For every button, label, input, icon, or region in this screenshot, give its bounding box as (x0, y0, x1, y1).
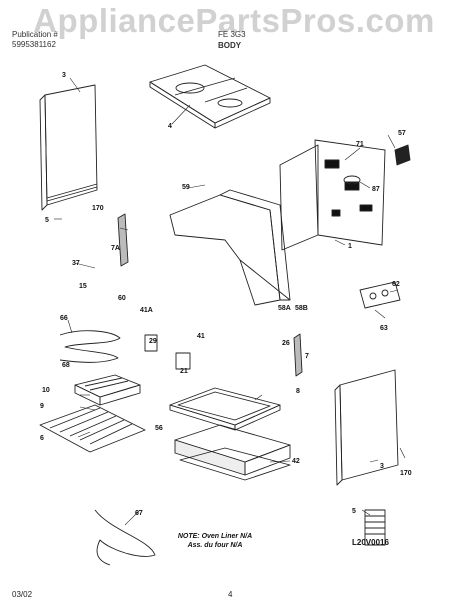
callout-29: 29 (149, 338, 157, 345)
callout-4: 4 (168, 123, 172, 130)
callout-170: 170 (92, 205, 104, 212)
callout-21: 21 (180, 368, 188, 375)
callout-87: 87 (372, 186, 380, 193)
right-side-panel (334, 369, 399, 486)
publication-label: Publication # (12, 30, 58, 39)
clip-29 (144, 334, 158, 352)
footer-date: 03/02 (12, 590, 33, 599)
callout-56: 56 (155, 425, 163, 432)
leader-lines (54, 77, 406, 526)
terminal-block (359, 281, 401, 309)
callout-41: 41 (197, 333, 205, 340)
callout-5: 5 (352, 508, 356, 515)
callout-6: 6 (40, 435, 44, 442)
callout-59: 59 (182, 184, 190, 191)
oven-door-panel (174, 424, 291, 476)
oven-door-frame (169, 387, 281, 431)
callout-7: 7 (305, 353, 309, 360)
watermark: AppliancePartsPros.com (33, 2, 435, 39)
callout-8: 8 (296, 388, 300, 395)
clip-21 (175, 352, 191, 370)
left-side-panel (39, 84, 98, 211)
callout-37: 37 (72, 260, 80, 267)
leveling-leg (364, 509, 386, 546)
section-title: BODY (218, 41, 242, 50)
footer-page: 4 (228, 590, 233, 599)
model-number: FE 3G3 (218, 30, 246, 39)
door-hinges (117, 213, 303, 377)
callout-62: 62 (392, 281, 400, 288)
callout-60: 60 (118, 295, 126, 302)
cooktop-panel (149, 64, 271, 129)
callout-57: 57 (398, 130, 406, 137)
broil-element (94, 509, 156, 566)
callout-10: 10 (42, 387, 50, 394)
callout-9: 9 (40, 403, 44, 410)
callout-26: 26 (282, 340, 290, 347)
callout-67: 67 (135, 510, 143, 517)
insulation-pad (394, 144, 411, 166)
callout-63: 63 (380, 325, 388, 332)
callout-41A: 41A (140, 307, 153, 314)
callout-3: 3 (380, 463, 384, 470)
oven-chassis (169, 189, 291, 306)
back-panel (279, 139, 386, 251)
callout-3: 3 (62, 72, 66, 79)
callout-15: 15 (79, 283, 87, 290)
callout-5: 5 (45, 217, 49, 224)
callout-68: 68 (62, 362, 70, 369)
publication-number: 5995381162 (12, 40, 56, 49)
drawing-code: L20V0016 (352, 538, 389, 547)
door-bottom (179, 447, 291, 481)
callout-71: 71 (356, 141, 364, 148)
oven-rack (39, 404, 146, 453)
callout-58A: 58A (278, 305, 291, 312)
callout-7A: 7A (111, 245, 120, 252)
callout-170: 170 (400, 470, 412, 477)
callout-58B: 58B (295, 305, 308, 312)
broil-pan (74, 374, 141, 406)
callout-1: 1 (348, 243, 352, 250)
bake-element (59, 330, 121, 363)
note-line-2: Ass. du four N/A (187, 542, 243, 549)
callout-42: 42 (292, 458, 300, 465)
note-line-1: NOTE: Oven Liner N/A (177, 533, 253, 540)
callout-66: 66 (60, 315, 68, 322)
